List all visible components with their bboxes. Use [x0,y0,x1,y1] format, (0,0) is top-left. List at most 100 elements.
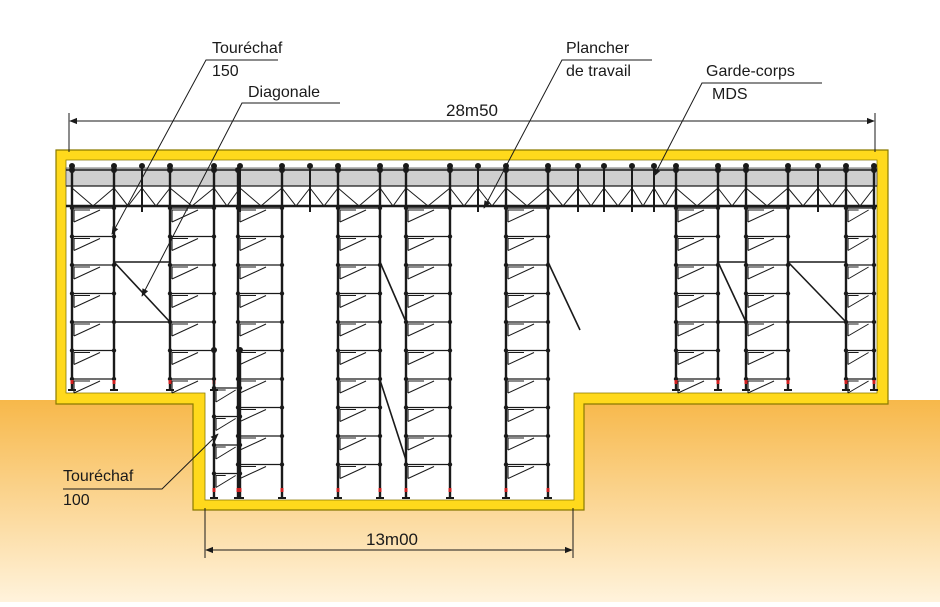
tower-node [545,291,551,296]
tower-node [235,262,241,268]
ladder-step [507,294,524,308]
guardrail-knob [871,163,877,169]
tower-node [235,376,241,382]
ladder-step [407,380,424,393]
tower-node [111,291,117,296]
platform-brace [845,187,875,207]
guardrail-knob [447,163,453,169]
scaffold-tower [402,167,454,499]
ladder-brace [677,209,705,223]
ladder-brace [507,295,535,308]
tower-node [335,348,341,353]
tower-node [211,385,217,391]
ladder-step [239,408,256,422]
ladder-step [507,266,524,279]
base-jack-marker [236,488,240,492]
tower-node [403,376,409,382]
ladder-brace [339,409,367,422]
ladder-step [339,323,356,336]
tower-node [235,462,241,467]
label-tourechaf-150-line1: Touréchaf [212,40,283,57]
tower-node [843,291,849,296]
tower-node [545,376,551,382]
tower-node [843,262,849,268]
platform-brace [547,187,579,207]
tower-node [111,234,117,239]
ladder-step [73,294,90,308]
diagonal-brace [379,379,407,461]
ladder-step [73,351,90,365]
ladder-brace [847,266,869,280]
platform-brace [213,187,241,207]
ladder-brace [677,238,705,251]
ladder-step [239,294,256,308]
tower-node [335,262,341,268]
ladder-brace [407,295,435,308]
tower-node [69,319,75,325]
tower-node [335,376,341,382]
ladder-brace [407,323,435,337]
tower-node [111,348,117,353]
ladder-brace [171,323,199,337]
ladder-step [215,389,226,402]
tower-node [843,348,849,353]
ladder-step [339,294,356,308]
guardrail-knob [743,163,749,169]
ladder-brace [215,446,236,460]
platform-brace [717,187,747,207]
tower-node [715,291,721,296]
ladder-step [339,465,356,479]
ladder-brace [407,209,435,223]
overall-dimension-label: 28m50 [446,101,498,120]
ladder-step [507,408,524,422]
guardrail-knob [715,163,721,169]
base-jack-marker [112,380,116,384]
guardrail-knob [815,163,821,169]
tower-node [211,319,217,325]
ladder-brace [239,209,267,223]
ladder-step [507,380,524,393]
ladder-brace [339,380,367,394]
tower-node [235,405,241,410]
ladder-step [215,474,226,488]
base-jack-marker [280,488,284,492]
leader-tourechaf-100 [63,433,219,490]
tower-node [211,414,217,419]
ladder-step [677,237,694,251]
tower-node [545,433,551,439]
ladder-step [239,380,256,393]
tower-node [377,291,383,296]
platform-brace [169,187,215,207]
tower-node [447,433,453,439]
guardrails [66,163,877,212]
ladder-brace [339,295,367,308]
tower-node [545,319,551,325]
ladder-brace [747,380,775,394]
ladder-step [339,351,356,365]
platform-brace [745,187,789,207]
tower-node [279,262,285,268]
ladder-step [677,266,694,279]
tower-node [545,234,551,239]
ladder-brace [507,266,535,280]
ladder-step [239,437,256,450]
tower-node [279,319,285,325]
ladder-step [171,323,188,336]
tower-node [871,319,877,325]
tower-node [279,291,285,296]
ladder-brace [73,238,101,251]
tower-node [447,348,453,353]
ladder-step [507,209,524,222]
base-jack-marker [238,488,242,492]
ladder-step [677,294,694,308]
leader-diagonale [141,102,340,297]
ladder-step [747,294,764,308]
ladder-brace [339,209,367,223]
platform-brace [653,187,677,207]
ladder-step [847,266,859,279]
ladder-step [407,465,424,479]
ladder-step [507,437,524,450]
ladder-brace [73,266,101,280]
ladder-step [747,266,764,279]
ladder-step [171,209,188,222]
